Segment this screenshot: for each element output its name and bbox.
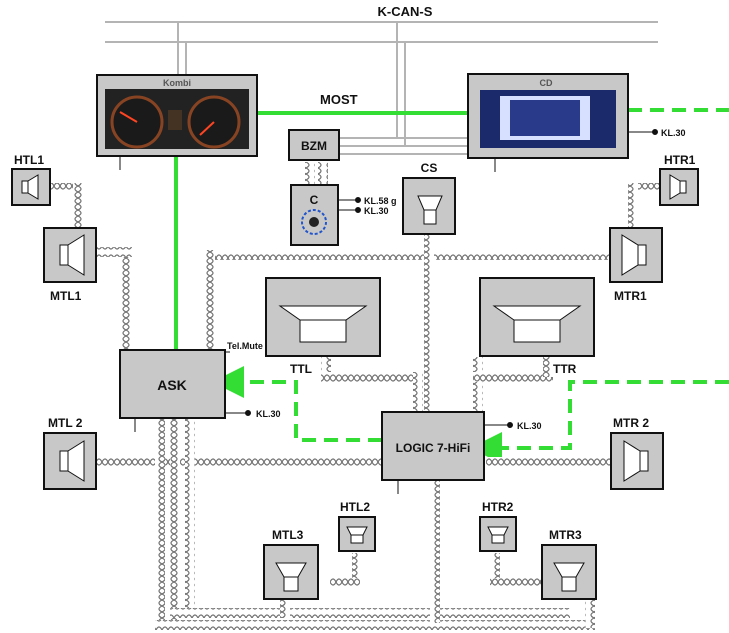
cs-speaker[interactable] (402, 177, 456, 235)
htr1-speaker[interactable] (659, 168, 699, 206)
htr2-label: HTR2 (482, 500, 514, 514)
htl2-label: HTL2 (340, 500, 370, 514)
mtr1-speaker[interactable] (609, 227, 663, 283)
logic7-module[interactable] (381, 411, 485, 481)
c-controller-module[interactable] (290, 184, 339, 246)
k-can-s-label: K-CAN-S (378, 4, 433, 19)
tel-mute-label: Tel.Mute (227, 341, 263, 351)
c-kl58g-label: KL.58 g (364, 196, 397, 206)
mtr2-speaker[interactable] (610, 432, 664, 490)
k-can-s-bus (105, 21, 658, 155)
mtl3-label: MTL3 (272, 528, 304, 542)
cs-label: CS (421, 161, 438, 175)
ttl-label: TTL (290, 362, 312, 376)
kombi-module[interactable] (96, 74, 258, 157)
speaker-wiring (38, 162, 660, 630)
bzm-module[interactable] (288, 129, 340, 161)
bzm-label: BZM (301, 139, 327, 153)
logic7-kl30-label: KL.30 (517, 421, 542, 431)
most-ring (174, 108, 729, 464)
c-kl30-label: KL.30 (364, 206, 389, 216)
cd-label: CD (540, 78, 553, 88)
mtl2-label: MTL 2 (48, 416, 83, 430)
ttl-speaker[interactable] (265, 277, 381, 357)
signal-connectors (225, 129, 658, 428)
ask-label: ASK (157, 377, 187, 393)
htl2-speaker[interactable] (338, 516, 376, 552)
ttr-label: TTR (553, 362, 577, 376)
htr1-label: HTR1 (664, 153, 696, 167)
htl1-label: HTL1 (14, 153, 44, 167)
mtr3-speaker[interactable] (541, 544, 597, 600)
ask-module[interactable] (119, 349, 226, 419)
kombi-label: Kombi (163, 78, 191, 88)
ask-kl30-label: KL.30 (256, 409, 281, 419)
htl1-speaker[interactable] (11, 168, 51, 206)
mtl1-speaker[interactable] (43, 227, 97, 283)
mtr3-label: MTR3 (549, 528, 582, 542)
most-label: MOST (320, 92, 358, 107)
cd-kl30-label: KL.30 (661, 128, 686, 138)
mtl2-speaker[interactable] (43, 432, 97, 490)
c-label: C (310, 193, 319, 207)
htr2-speaker[interactable] (479, 516, 517, 552)
ttr-speaker[interactable] (479, 277, 595, 357)
mtr1-label: MTR1 (614, 289, 647, 303)
cd-module[interactable] (467, 73, 629, 159)
mtr2-label: MTR 2 (613, 416, 649, 430)
mtl1-label: MTL1 (50, 289, 82, 303)
mtl3-speaker[interactable] (263, 544, 319, 600)
logic7-label: LOGIC 7-HiFi (396, 441, 471, 455)
